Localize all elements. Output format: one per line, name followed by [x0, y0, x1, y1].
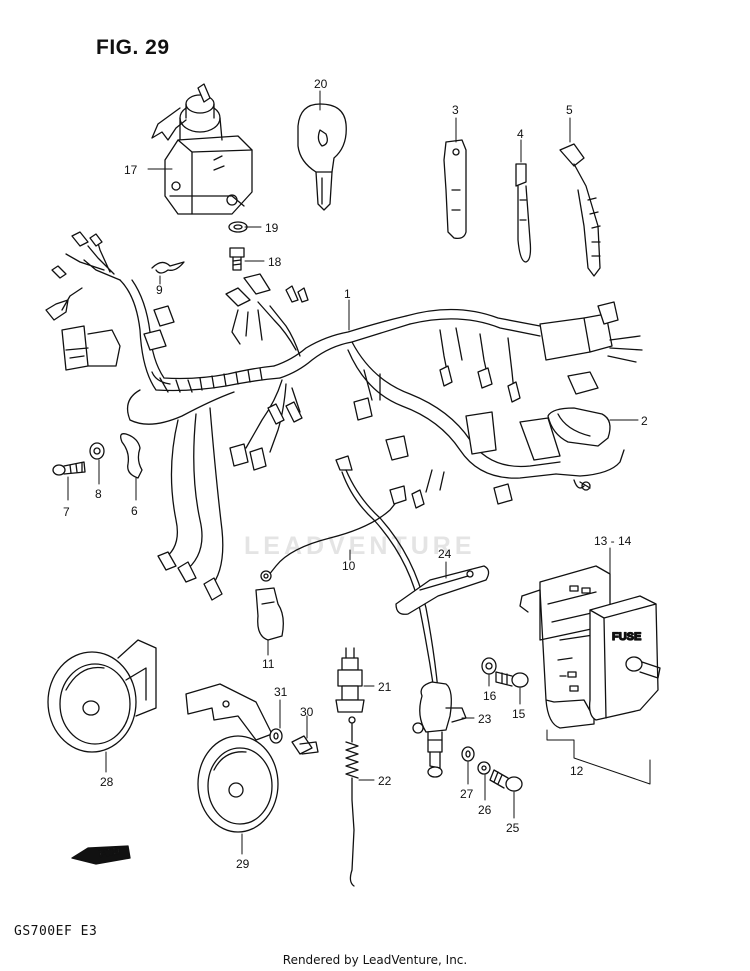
- cover-screw[interactable]: [625, 656, 661, 679]
- cable-tie-5[interactable]: [559, 143, 601, 277]
- washer-26[interactable]: [477, 761, 491, 775]
- washer-8[interactable]: [89, 442, 105, 460]
- callout-25: 25: [506, 821, 520, 835]
- callout-9: 9: [156, 283, 163, 297]
- horn-29[interactable]: [185, 683, 279, 833]
- screw-25[interactable]: [489, 769, 523, 792]
- bracket-24[interactable]: [395, 565, 490, 615]
- screw-7[interactable]: [52, 461, 86, 476]
- callout-11: 11: [262, 657, 275, 671]
- watermark-logo: LEADVENTURE: [244, 532, 476, 560]
- clamp-6[interactable]: [120, 433, 143, 479]
- callout-16: 16: [483, 689, 497, 703]
- washer-27[interactable]: [461, 746, 475, 762]
- callout-23: 23: [478, 712, 492, 726]
- callout-13-14: 13 - 14: [594, 534, 632, 548]
- bolt-18[interactable]: [229, 247, 245, 271]
- callout-2: 2: [641, 414, 648, 428]
- washer-16[interactable]: [481, 657, 497, 675]
- callout-29: 29: [236, 857, 250, 871]
- callout-22: 22: [378, 774, 392, 788]
- connector-cover-2[interactable]: [547, 407, 611, 447]
- bolt-30[interactable]: [291, 735, 319, 755]
- ignition-switch[interactable]: [151, 83, 253, 215]
- callout-5: 5: [566, 103, 573, 117]
- callout-labels: 1 2 3 4 5 6 7 8 9 10 11 12 13 - 14 15 16…: [63, 77, 648, 871]
- horn-28[interactable]: [47, 639, 157, 753]
- washer-19[interactable]: [228, 221, 248, 233]
- fwd-label: FWD: [99, 845, 121, 858]
- key[interactable]: [297, 103, 347, 211]
- callout-17: 17: [124, 163, 138, 177]
- callout-20: 20: [314, 77, 328, 91]
- callout-10: 10: [342, 559, 356, 573]
- model-code-text: GS700EF: [14, 924, 73, 939]
- callout-7: 7: [63, 505, 70, 519]
- footer-credit: Rendered by LeadVenture, Inc.: [282, 953, 468, 967]
- forward-arrow-icon: FWD: [71, 845, 131, 865]
- ground-wire-10[interactable]: [260, 485, 407, 582]
- callout-6: 6: [131, 504, 138, 518]
- wiring-harness[interactable]: [45, 231, 643, 601]
- callout-3: 3: [452, 103, 459, 117]
- leader-lines: [67, 90, 651, 855]
- figure-title: FIG. 29: [96, 36, 170, 59]
- callout-28: 28: [100, 775, 114, 789]
- stop-switch-21[interactable]: [335, 647, 365, 713]
- callout-31: 31: [274, 685, 288, 699]
- callout-19: 19: [265, 221, 279, 235]
- clamp-11[interactable]: [255, 587, 284, 641]
- callout-4: 4: [517, 127, 524, 141]
- callout-26: 26: [478, 803, 492, 817]
- callout-24: 24: [438, 547, 452, 561]
- callout-27: 27: [460, 787, 474, 801]
- region-code: E3: [80, 924, 98, 939]
- callout-30: 30: [300, 705, 314, 719]
- fuse-box-cover-13-14[interactable]: FUSE: [588, 595, 659, 721]
- model-code: GS700EF E3: [14, 924, 97, 939]
- callout-8: 8: [95, 487, 102, 501]
- rear-brake-switch-23[interactable]: [335, 455, 467, 778]
- clamp-9[interactable]: [151, 261, 185, 274]
- clamp-3[interactable]: [443, 139, 467, 240]
- callout-1: 1: [344, 287, 351, 301]
- washer-31[interactable]: [269, 728, 283, 744]
- callout-15: 15: [512, 707, 526, 721]
- screw-15[interactable]: [495, 671, 529, 688]
- callout-18: 18: [268, 255, 282, 269]
- callout-21: 21: [378, 680, 392, 694]
- clamp-4[interactable]: [515, 163, 532, 263]
- spring-22[interactable]: [345, 716, 359, 887]
- callout-12: 12: [570, 764, 584, 778]
- fuse-cover-label: FUSE: [612, 631, 641, 643]
